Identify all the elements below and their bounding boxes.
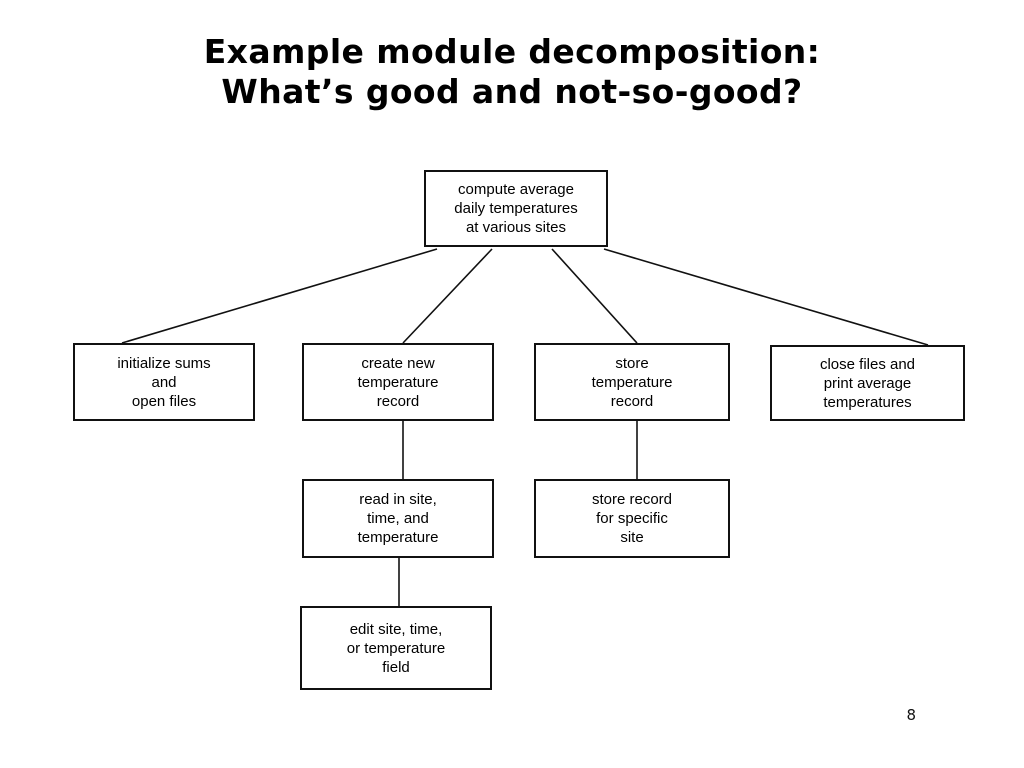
node-label-line: store record	[591, 491, 673, 508]
diagram-node-root[interactable]: compute average daily temperatures at vari…	[424, 170, 608, 247]
node-label-line: for specific	[596, 510, 668, 527]
title-line-1: Example module decomposition:	[203, 32, 821, 71]
node-label-line: field	[382, 658, 410, 676]
diagram-node-storesite[interactable]: store record for specific site	[534, 479, 730, 558]
node-label-line: site	[620, 529, 644, 546]
node-label-line: record	[610, 392, 654, 410]
node-label-line: temperature	[357, 529, 439, 546]
page-title: Example module decomposition: What’s goo…	[0, 34, 1024, 109]
node-label-line: temperature	[357, 373, 439, 391]
connector-root-to-create	[402, 248, 493, 344]
node-label-line: create new	[361, 354, 435, 372]
title-line-2: What’s good and not-so-good?	[221, 71, 803, 111]
node-label-line: read in site,	[359, 491, 437, 508]
node-label-line: compute average	[458, 181, 574, 198]
node-label-line: store	[615, 354, 649, 372]
diagram-node-read[interactable]: read in site, time, and temperature	[302, 479, 494, 558]
node-label-line: temperatures	[823, 393, 912, 411]
connector-root-to-store	[551, 248, 638, 344]
node-label-line: daily temperatures	[454, 200, 578, 217]
node-label-line: close files and	[819, 355, 916, 373]
connector-root-to-init	[121, 248, 438, 344]
node-label-line: temperature	[591, 373, 673, 391]
node-label-line: time, and	[367, 510, 429, 527]
node-label-line: record	[376, 392, 420, 410]
node-label-line: edit site, time,	[349, 620, 443, 638]
node-label-line: at various sites	[465, 219, 567, 236]
node-label-line: and	[151, 373, 177, 391]
node-label-line: initialize sums	[117, 354, 211, 372]
node-label-line: or temperature	[346, 639, 446, 657]
node-label-line: open files	[131, 392, 197, 410]
connector-root-to-close	[603, 248, 929, 346]
page-number: 8	[906, 706, 916, 724]
node-label-line: print average	[823, 374, 912, 392]
